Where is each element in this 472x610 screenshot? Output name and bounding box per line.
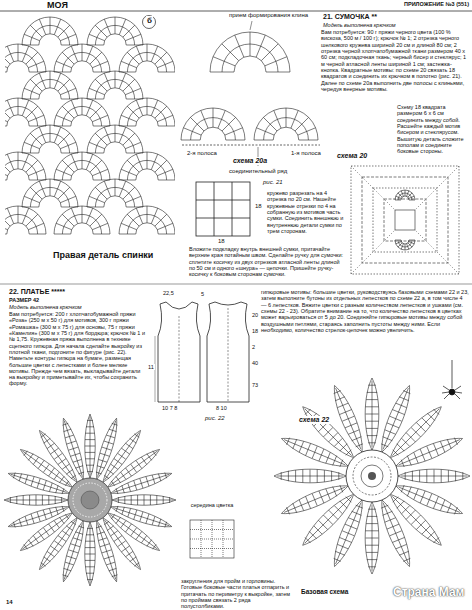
caption-text: 14 (5, 599, 14, 606)
caption-text: 18 (254, 203, 263, 210)
chart-mark (143, 16, 156, 29)
label-slot: Модель выполнена крючком (8, 304, 83, 310)
caption-text: б (146, 16, 153, 25)
label-slot: 1-я полоса (290, 150, 322, 157)
label-slot: б (146, 16, 153, 25)
label-slot: Базовая схема (300, 588, 349, 595)
caption-text: 11 (147, 364, 155, 370)
fan-chart (5, 17, 175, 234)
label-slot: 8 10 (215, 405, 228, 411)
label-slot: Модель выполнена крючком (322, 22, 397, 28)
label-slot: РАЗМЕР 42 (8, 297, 40, 303)
label-slot: рис. 21 (262, 179, 284, 186)
assembly-grid (196, 182, 250, 236)
label-slot: 11 (147, 364, 155, 370)
caption-text: 10 7 8 (161, 405, 178, 411)
caption-text: схема 20 (336, 152, 368, 160)
caption-text: 8 10 (215, 405, 228, 411)
body-text: гипюровые мотивы: большие цветки, руково… (260, 289, 470, 333)
caption-text: 21. СУМОЧКА ** (322, 13, 378, 21)
body-text: середина цветка (182, 502, 242, 508)
label-slot: Схему 18 квадрата размером 6 х 6 см соед… (396, 104, 470, 155)
label-slot: кружево разрезать на 4 отрезка по 20 см.… (266, 190, 348, 234)
caption-text: Модель выполнена крючком (8, 304, 83, 310)
body-text: Вам потребуется: 200 г хлопчатобумажной … (8, 311, 146, 387)
label-slot: 18 (217, 238, 226, 245)
caption-text: Модель выполнена крючком (322, 22, 397, 28)
label-slot: 20 (251, 312, 259, 318)
caption-text: 22,5 (162, 290, 175, 296)
label-slot: Вам потребуется: 200 г хлопчатобумажной … (8, 311, 146, 387)
body-text: закругления для пройм и горловины. Готов… (180, 578, 296, 610)
label-slot: 73 (251, 382, 259, 388)
label-slot: 14 (5, 599, 14, 606)
label-slot: схема 22 (298, 416, 330, 424)
label-slot: 40 (251, 360, 259, 366)
caption-text: 73 (251, 382, 259, 388)
body-text: ПРИЛОЖЕНИЕ №3 (551) (358, 1, 470, 7)
label-slot: Правая деталь спинки (52, 250, 154, 260)
label-slot: 18 (251, 328, 259, 334)
label-slot: 21. СУМОЧКА ** (322, 13, 378, 21)
label-slot: 2 (251, 344, 256, 350)
caption-text: 18 (251, 328, 259, 334)
caption-text: схема 20а (232, 157, 268, 165)
header-rule (0, 11, 472, 284)
label-slot: 18 (254, 203, 263, 210)
caption-text: прием формирования клина (228, 12, 309, 19)
label-slot: схема 20а (232, 157, 268, 165)
caption-text: 5 (200, 291, 205, 297)
label-slot: середина цветка (182, 502, 242, 508)
label-slot: 2-я полоса (186, 150, 218, 157)
body-text: Вам потребуется: 90 г пряжи черного цвет… (320, 29, 470, 92)
caption-text: 1-я полоса (290, 150, 322, 157)
caption-text: МОЯ (46, 0, 69, 10)
body-text: Схему 18 квадрата размером 6 х 6 см соед… (396, 104, 470, 155)
caption-text: рис. 22 (204, 415, 226, 422)
label-slot: Страна Мам (392, 586, 466, 600)
label-slot: соединительный ряд (228, 168, 288, 175)
flower-scheme (4, 414, 176, 586)
label-slot: 22,5 (162, 290, 175, 296)
caption-text: схема 22 (298, 416, 330, 424)
label-slot: прием формирования клина (228, 12, 309, 19)
label-slot: Вложите подкладку внутрь внешней сумки, … (188, 246, 346, 278)
flower-scheme-base (274, 378, 470, 574)
caption-text: 2-я полоса (186, 150, 218, 157)
label-slot: 22. ПЛАТЬЕ ***** (8, 288, 66, 296)
spider-ornament (442, 360, 462, 399)
label-slot: закругления для пройм и горловины. Готов… (180, 578, 296, 610)
label-slot: гипюровые мотивы: большие цветки, руково… (260, 289, 470, 333)
caption-text: соединительный ряд (228, 168, 288, 175)
caption-text: 20 (251, 312, 259, 318)
wedge-diagram (181, 21, 320, 166)
label-slot: схема 20 (336, 152, 368, 160)
caption-text: 18 (217, 238, 226, 245)
dress-pattern (155, 302, 249, 402)
caption-text: 40 (251, 360, 259, 366)
caption-text: Базовая схема (300, 588, 349, 595)
caption-text: 22. ПЛАТЬЕ ***** (8, 288, 66, 296)
caption-text: рис. 21 (262, 179, 284, 186)
body-text: кружево разрезать на 4 отрезка по 20 см.… (266, 190, 348, 234)
watermark: Страна Мам (392, 586, 466, 600)
body-text: Вложите подкладку внутрь внешней сумки, … (188, 246, 346, 278)
label-slot: Вам потребуется: 90 г пряжи черного цвет… (320, 29, 470, 92)
label-slot: 10 7 8 (161, 405, 178, 411)
label-slot: ПРИЛОЖЕНИЕ №3 (551) (358, 1, 470, 7)
square-motif (351, 166, 459, 274)
label-slot: МОЯ (46, 0, 69, 10)
caption-text: 2 (251, 344, 256, 350)
caption-text: Правая деталь спинки (52, 250, 154, 260)
center-motif (190, 520, 234, 558)
caption-text: РАЗМЕР 42 (8, 297, 40, 303)
label-slot: рис. 22 (204, 415, 226, 422)
label-slot: 5 (200, 291, 205, 297)
